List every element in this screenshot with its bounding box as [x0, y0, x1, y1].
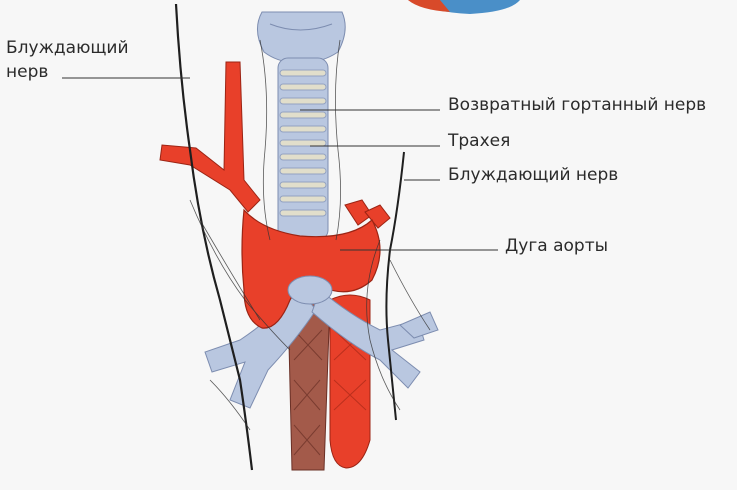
label-vagus-nerve-right: Блуждающий нерв: [448, 165, 618, 185]
label-aortic-arch: Дуга аорты: [505, 236, 608, 256]
label-recurrent-laryngeal-nerve: Возвратный гортанный нерв: [448, 95, 706, 115]
label-trachea: Трахея: [448, 131, 510, 151]
larynx: [257, 12, 345, 62]
label-vagus-nerve-left-line2: нерв: [6, 62, 48, 82]
label-vagus-nerve-left: Блуждающий: [6, 38, 129, 58]
aortic-arch: [160, 62, 390, 328]
cropped-figure-fragment: [408, 0, 520, 14]
trachea: [278, 58, 328, 240]
